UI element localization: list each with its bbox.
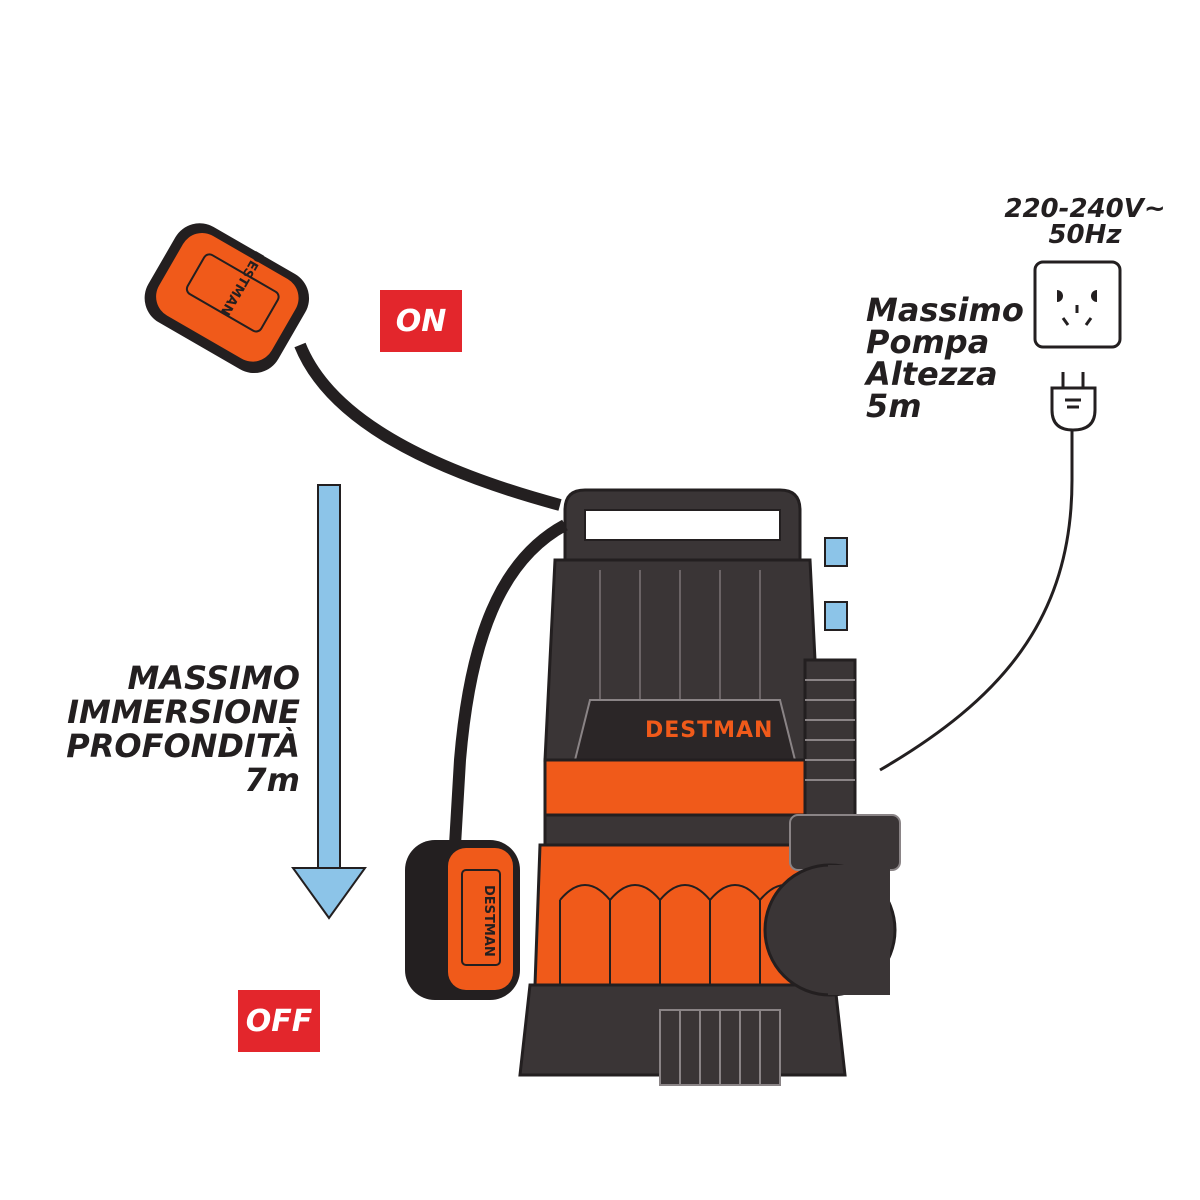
brand-logo: DESTMAN	[645, 718, 774, 743]
head-label-line: Pompa	[866, 323, 990, 361]
depth-label: MASSIMO IMMERSIONE PROFONDITÀ 7m	[66, 662, 300, 796]
voltage-label: 220-240V~	[1004, 194, 1166, 224]
switch-off-tag: OFF	[238, 990, 320, 1052]
frequency-label: 50Hz	[1048, 220, 1122, 250]
depth-arrow-icon	[291, 484, 367, 920]
power-socket-icon	[1033, 260, 1122, 349]
float-brand-label: DESTMAN	[481, 885, 496, 957]
outlet-hose-icon	[763, 658, 901, 997]
head-label-line: Massimo	[866, 291, 1024, 329]
power-plug-icon	[1050, 372, 1097, 432]
depth-label-line: PROFONDITÀ	[66, 727, 300, 765]
head-label: Massimo Pompa Altezza 5m	[866, 294, 1024, 422]
head-label-line: Altezza	[866, 355, 998, 393]
water-drop-icon	[824, 537, 848, 567]
power-spec: 220-240V~ 50Hz	[1000, 196, 1170, 248]
float-switch-on-icon	[144, 223, 310, 374]
depth-label-line: MASSIMO	[127, 659, 300, 697]
water-drop-icon	[824, 601, 848, 631]
head-label-line: 5m	[866, 387, 922, 425]
depth-label-line: 7m	[244, 761, 300, 799]
float-switch-off-icon	[405, 840, 520, 1000]
pump-body-icon	[518, 488, 847, 1086]
depth-label-line: IMMERSIONE	[67, 693, 300, 731]
switch-on-tag: ON	[380, 290, 462, 352]
